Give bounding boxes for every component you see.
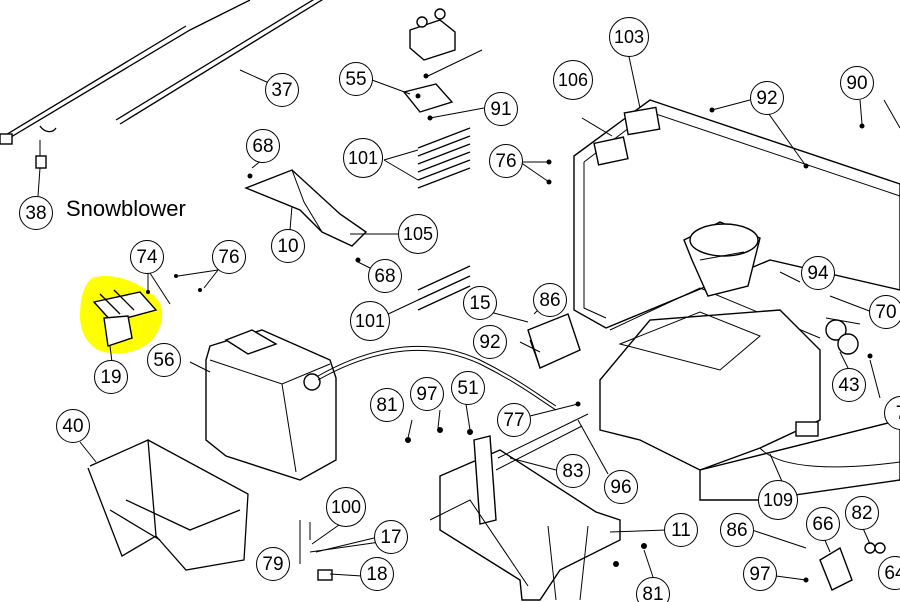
callout: 92 xyxy=(750,81,784,115)
callout: 17 xyxy=(374,520,408,554)
part-66-bracket xyxy=(819,542,886,591)
callout: 81 xyxy=(636,577,670,602)
part-10-deflector xyxy=(244,159,404,273)
part-56-tank xyxy=(205,329,557,481)
callout: 51 xyxy=(451,371,485,405)
callout: 94 xyxy=(801,256,835,290)
callout: 77 xyxy=(497,403,531,437)
callout: 81 xyxy=(370,388,404,422)
callout: 18 xyxy=(360,557,394,591)
callout: 83 xyxy=(556,454,590,488)
callout: 86 xyxy=(720,513,754,547)
callout: 19 xyxy=(94,360,128,394)
callout: 70 xyxy=(869,295,900,329)
callout: 109 xyxy=(758,480,798,520)
callout: 105 xyxy=(398,214,438,254)
callout: 101 xyxy=(343,138,383,178)
callout: 68 xyxy=(246,129,280,163)
callout: 92 xyxy=(473,325,507,359)
callout: 96 xyxy=(604,470,638,504)
part-106-housing xyxy=(573,99,900,339)
callout: 10 xyxy=(271,229,305,263)
callout: 86 xyxy=(533,283,567,317)
callout: 82 xyxy=(845,496,879,530)
part-101-rods xyxy=(383,127,471,317)
callout: 55 xyxy=(339,62,373,96)
part-11-frame xyxy=(429,413,621,601)
part-37-cable xyxy=(0,0,324,197)
part-40-frame xyxy=(79,439,249,571)
callout: 100 xyxy=(326,487,366,527)
callout: 40 xyxy=(56,409,90,443)
callout: 90 xyxy=(840,66,874,100)
part-55-block xyxy=(371,8,485,121)
callout: 38 xyxy=(19,196,53,230)
callout: 56 xyxy=(147,343,181,377)
callout: 43 xyxy=(832,368,866,402)
callout: 15 xyxy=(463,286,497,320)
callout: 97 xyxy=(410,377,444,411)
callout: 76 xyxy=(212,240,246,274)
callout: 11 xyxy=(664,513,698,547)
part-43-motor xyxy=(825,317,861,355)
part-19-bracket xyxy=(92,269,219,363)
callout: 66 xyxy=(806,507,840,541)
callout: 91 xyxy=(484,92,518,126)
callout: 68 xyxy=(368,259,402,293)
callout: 74 xyxy=(130,240,164,274)
hardware-dots xyxy=(405,93,873,583)
part-frame-base xyxy=(599,309,900,501)
leader-lines xyxy=(189,51,900,581)
callout: 79 xyxy=(256,547,290,581)
diagram-title: Snowblower xyxy=(66,196,186,221)
callout: 101 xyxy=(350,301,390,341)
callout: 97 xyxy=(743,557,777,591)
callout: 76 xyxy=(489,144,523,178)
callout: 103 xyxy=(609,17,649,57)
callout: 106 xyxy=(553,60,593,100)
callout: 37 xyxy=(265,73,299,107)
part-chute xyxy=(683,221,761,297)
